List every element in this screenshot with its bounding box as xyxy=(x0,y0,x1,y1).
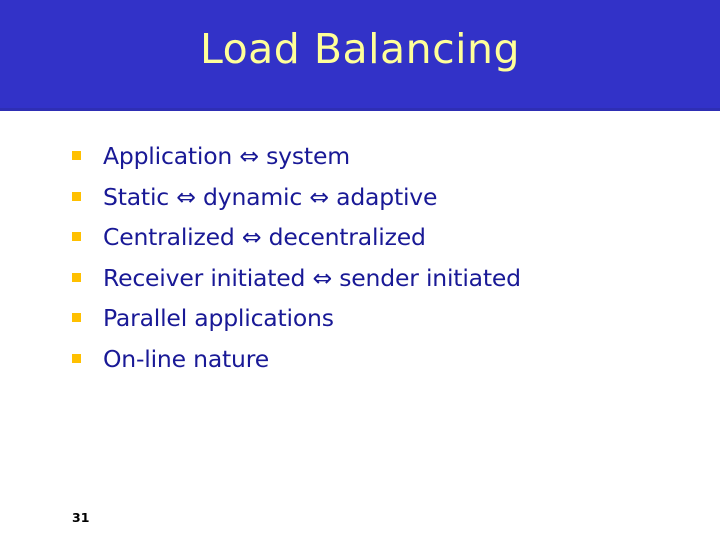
title-banner xyxy=(0,0,720,111)
bullet-list: Application ⇔ system Static ⇔ dynamic ⇔ … xyxy=(72,136,702,379)
list-item: Parallel applications xyxy=(72,298,702,339)
list-item: Static ⇔ dynamic ⇔ adaptive xyxy=(72,177,702,218)
slide-number: 31 xyxy=(72,510,90,525)
list-item-label: On-line nature xyxy=(103,344,269,373)
list-item: Centralized ⇔ decentralized xyxy=(72,217,702,258)
list-item: Application ⇔ system xyxy=(72,136,702,177)
square-bullet-icon xyxy=(72,151,81,160)
square-bullet-icon xyxy=(72,232,81,241)
square-bullet-icon xyxy=(72,191,81,201)
page-title: Load Balancing xyxy=(199,25,521,73)
square-bullet-icon xyxy=(72,313,81,322)
list-item: Receiver initiated ⇔ sender initiated xyxy=(72,258,702,299)
list-item-label: Parallel applications xyxy=(103,304,334,332)
square-bullet-icon xyxy=(72,272,81,282)
title-banner-bottom-edge xyxy=(0,108,720,111)
list-item-label: Static ⇔ dynamic ⇔ adaptive xyxy=(103,182,438,211)
list-item: On-line nature xyxy=(72,339,702,380)
list-item-label: Centralized ⇔ decentralized xyxy=(103,223,426,251)
list-item-label: Receiver initiated ⇔ sender initiated xyxy=(103,263,521,292)
list-item-label: Application ⇔ system xyxy=(103,142,350,170)
square-bullet-icon xyxy=(72,353,81,363)
